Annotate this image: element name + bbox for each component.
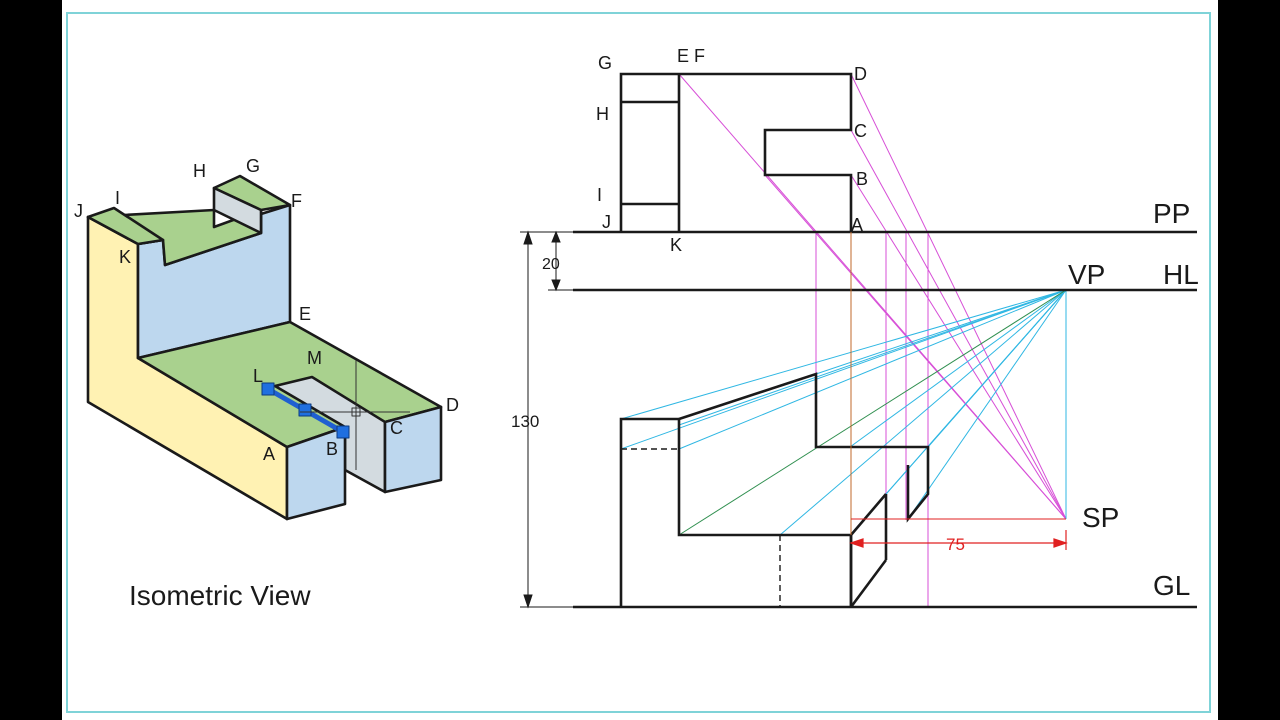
iso-caption: Isometric View — [129, 580, 311, 611]
cursor-pickbox — [351, 407, 361, 417]
iso-label-a: A — [263, 444, 275, 464]
dim-130-label: 130 — [511, 412, 539, 431]
plan-labels: G E F D H C B I J A K — [596, 46, 868, 255]
plan-to-sp-rays — [678, 73, 1067, 607]
plan-view — [619, 72, 853, 232]
plan-label-d: D — [854, 64, 867, 84]
plan-label-k: K — [670, 235, 682, 255]
plan-label-g: G — [598, 53, 612, 73]
left-letterbox — [0, 0, 62, 720]
iso-top-left-face — [86, 206, 165, 246]
iso-front-block — [285, 425, 347, 521]
iso-label-i: I — [115, 188, 120, 208]
vp-rays — [620, 289, 1067, 536]
plan-label-a: A — [851, 215, 863, 235]
reference-lines — [573, 230, 1197, 609]
plan-label-ef: E F — [677, 46, 705, 66]
iso-label-b: B — [326, 439, 338, 459]
plan-label-h: H — [596, 104, 609, 124]
iso-label-k: K — [119, 247, 131, 267]
plan-label-c: C — [854, 121, 867, 141]
plan-label-b: B — [856, 169, 868, 189]
dim-20-label: 20 — [542, 256, 560, 273]
iso-label-l: L — [253, 366, 263, 386]
iso-right-front — [383, 405, 443, 494]
vp-label: VP — [1068, 259, 1105, 290]
dimension-75 — [849, 530, 1068, 550]
iso-label-g: G — [246, 156, 260, 176]
iso-label-e: E — [299, 304, 311, 324]
iso-grip-b[interactable] — [336, 425, 350, 439]
iso-grip-l[interactable] — [261, 382, 275, 396]
iso-label-h: H — [193, 161, 206, 181]
iso-label-f: F — [291, 191, 302, 211]
plan-label-i: I — [597, 185, 602, 205]
iso-grip-mid[interactable] — [298, 403, 312, 417]
dim-75-label: 75 — [946, 535, 965, 554]
isometric-view — [86, 174, 443, 521]
dimensions — [520, 230, 573, 609]
plan-label-j: J — [602, 212, 611, 232]
iso-label-m: M — [307, 348, 322, 368]
line-labels: PP HL VP SP GL — [1068, 198, 1199, 601]
iso-label-j: J — [74, 201, 83, 221]
hidden-lines — [621, 448, 781, 607]
iso-label-d: D — [446, 395, 459, 415]
sheet-border — [66, 12, 1211, 713]
hl-label: HL — [1163, 259, 1199, 290]
sp-label: SP — [1082, 502, 1119, 533]
iso-step-riser — [212, 186, 263, 235]
iso-label-c: C — [390, 418, 403, 438]
pp-label: PP — [1153, 198, 1190, 229]
green-ray — [678, 289, 1067, 536]
gl-label: GL — [1153, 570, 1190, 601]
perspective-view — [619, 372, 930, 608]
right-letterbox — [1218, 0, 1280, 720]
iso-labels: H G J I F K E M L D C B A — [74, 156, 459, 464]
